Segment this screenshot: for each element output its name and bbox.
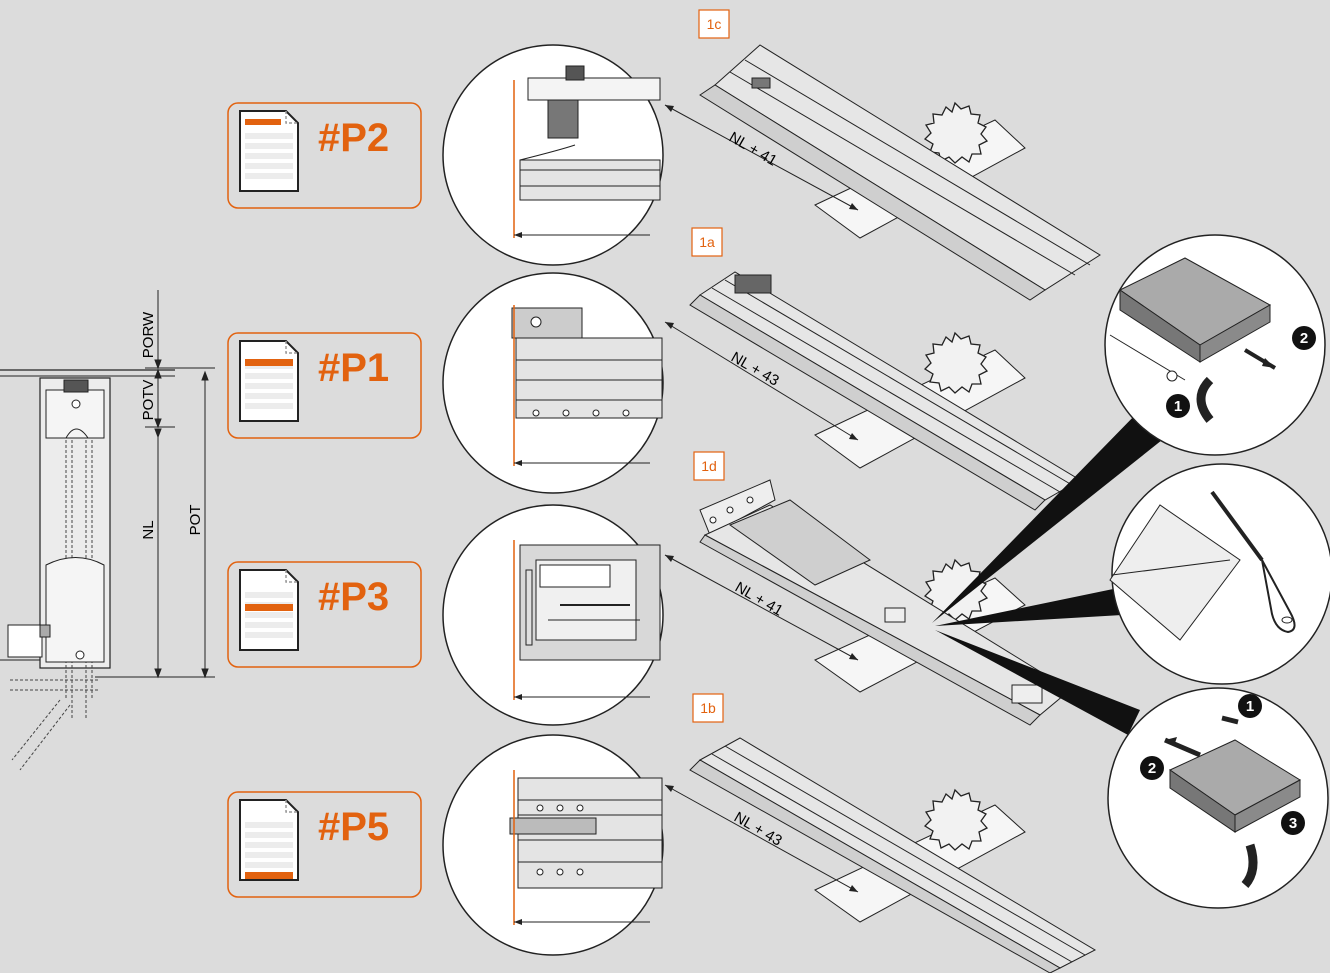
dim-pot-label: POT (187, 505, 204, 536)
profile-card-p1[interactable]: #P1 (227, 332, 422, 439)
svg-text:2: 2 (1148, 760, 1156, 777)
rail-scene-1c: NL + 41 (664, 44, 1101, 301)
file-tool-icon (1210, 490, 1296, 634)
step-bullet (1238, 694, 1262, 718)
rotate-arrow-icon (1196, 376, 1214, 423)
profile-card-label: #P1 (318, 346, 389, 390)
step-tag-1a: 1a (691, 227, 723, 257)
rotate-arrow-icon (1241, 843, 1258, 888)
step-tag-1c: 1c (698, 9, 730, 39)
profile-card-label: #P2 (318, 116, 389, 160)
detail-circle-1c (442, 44, 664, 266)
callout-deburr-file (1109, 463, 1330, 685)
rail-scene-1a: NL + 43 (664, 271, 1081, 511)
profile-card-p5[interactable]: #P5 (227, 791, 422, 898)
svg-text:1: 1 (1174, 398, 1182, 415)
svg-text:1b: 1b (700, 700, 716, 716)
step-bullet (1281, 811, 1305, 835)
dim-porw-label: PORW (140, 311, 157, 358)
document-icon (239, 799, 299, 881)
callout-pointer-top (932, 410, 1162, 623)
profile-card-label: #P3 (318, 575, 389, 619)
svg-text:1c: 1c (707, 16, 722, 32)
detail-circle-1b (442, 734, 664, 956)
dim-potv-label: POTV (140, 380, 157, 421)
step-bullet (1292, 326, 1316, 350)
callout-remove-clip: 1 2 (1104, 234, 1326, 456)
step-tag-1d: 1d (693, 451, 725, 481)
profile-card-label: #P5 (318, 805, 389, 849)
svg-text:1: 1 (1246, 698, 1254, 715)
rail-scene-1b: NL + 43 (664, 737, 1097, 973)
svg-text:2: 2 (1300, 330, 1308, 347)
rail-scene-1d: NL + 41 (664, 479, 1071, 726)
svg-text:1d: 1d (701, 458, 717, 474)
document-icon (239, 340, 299, 422)
detail-circle-1a (442, 272, 664, 494)
cabinet-section: PORW POTV NL POT (0, 290, 215, 771)
svg-text:3: 3 (1289, 815, 1297, 832)
detail-circle-1d (442, 504, 664, 726)
step-bullet (1166, 394, 1190, 418)
svg-text:1a: 1a (699, 234, 715, 250)
profile-card-p2[interactable]: #P2 (227, 102, 422, 209)
step-bullet (1140, 756, 1164, 780)
step-tag-1b: 1b (692, 693, 724, 723)
callout-pointer-bottom (935, 630, 1140, 735)
profile-card-p3[interactable]: #P3 (227, 561, 422, 668)
callout-insert-clip: 1 2 3 (1107, 687, 1329, 909)
dim-nl-label: NL (140, 520, 157, 539)
callout-pointer-middle (935, 588, 1122, 626)
